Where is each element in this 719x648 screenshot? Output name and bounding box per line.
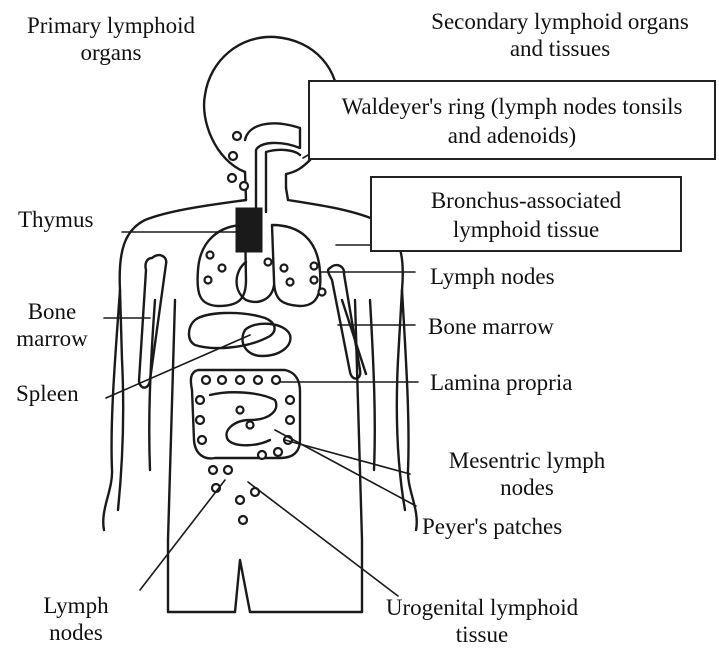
secondary-header-line-1: Secondary lymphoid organs xyxy=(405,8,715,35)
primary-header-line-2: organs xyxy=(6,39,216,66)
urogenital-line-2: tissue xyxy=(362,621,602,648)
peyers-patches-label: Peyer's patches xyxy=(422,513,562,540)
heart xyxy=(237,262,274,302)
mesentric-lymph-nodes-label: Mesentric lymph nodes xyxy=(418,447,636,501)
primary-header-line-1: Primary lymphoid xyxy=(6,12,216,39)
mesentric-line-2: nodes xyxy=(418,474,636,501)
lymph-nodes-left-line-1: Lymph xyxy=(26,592,126,619)
waldeyer-line-1: Waldeyer's ring (lymph nodes tonsils xyxy=(310,92,714,121)
left-arm-outline xyxy=(103,290,155,530)
bronchus-line-2: lymphoid tissue xyxy=(372,215,680,244)
urogenital-line-1: Urogenital lymphoid xyxy=(362,594,602,621)
thymus-label: Thymus xyxy=(18,206,93,233)
waldeyers-ring-box: Waldeyer's ring (lymph nodes tonsils and… xyxy=(308,80,716,160)
lamina-propria-label: Lamina propria xyxy=(430,369,572,396)
airway xyxy=(245,123,300,212)
primary-organs-header: Primary lymphoid organs xyxy=(6,12,216,66)
bronchus-line-1: Bronchus-associated xyxy=(372,186,680,215)
spleen-label: Spleen xyxy=(16,380,79,407)
right-radius xyxy=(342,300,366,374)
secondary-organs-header: Secondary lymphoid organs and tissues xyxy=(405,8,715,62)
small-intestine xyxy=(210,392,276,445)
lymph-nodes-left-line-2: nodes xyxy=(26,619,126,646)
bone-marrow-left-line-1: Bone xyxy=(0,298,104,325)
lymph-node-markers xyxy=(196,132,326,524)
bone-marrow-left-line-2: marrow xyxy=(0,325,104,352)
secondary-header-line-2: and tissues xyxy=(405,35,715,62)
bone-marrow-right-label: Bone marrow xyxy=(428,313,554,340)
bone-marrow-left-label: Bone marrow xyxy=(0,298,104,352)
waldeyer-line-2: and adenoids) xyxy=(310,121,714,150)
urogenital-tissue-label: Urogenital lymphoid tissue xyxy=(362,594,602,648)
legs-outline xyxy=(168,560,362,612)
thymus-shape xyxy=(236,208,262,252)
lymph-nodes-right-label: Lymph nodes xyxy=(430,263,555,290)
mesentric-line-1: Mesentric lymph xyxy=(418,447,636,474)
lymph-nodes-left-label: Lymph nodes xyxy=(26,592,126,646)
stomach xyxy=(242,324,290,356)
torso-outline xyxy=(118,200,246,510)
bronchus-tissue-box: Bronchus-associated lymphoid tissue xyxy=(370,176,682,252)
